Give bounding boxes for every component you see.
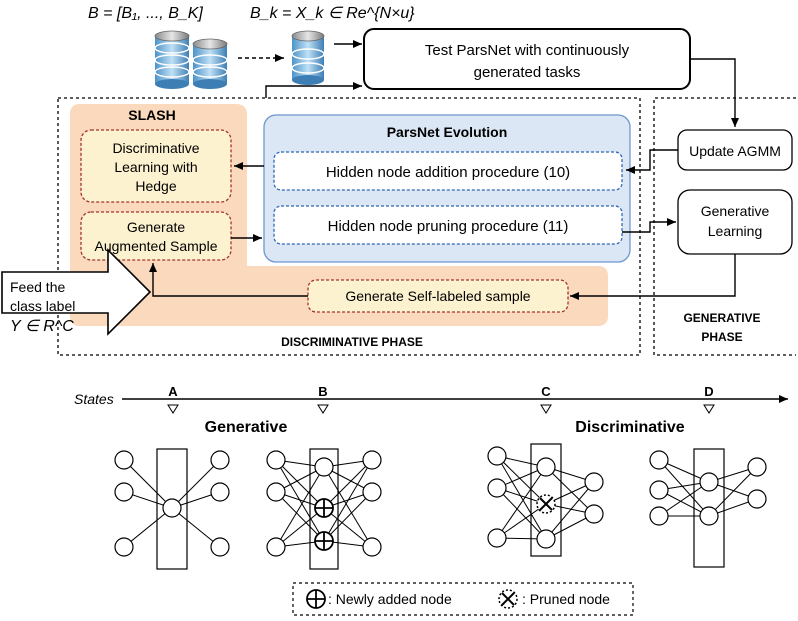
pruning-to-generative-arrow <box>622 218 676 233</box>
input-node <box>114 482 134 502</box>
discriminative-section-label: Discriminative <box>575 419 684 436</box>
test-to-agmm-arrow <box>690 58 739 127</box>
node-addition-label: Hidden node addition procedure (10) <box>326 164 570 181</box>
discriminative-learning-line1: Discriminative <box>112 140 199 156</box>
generative-learning-line2: Learning <box>708 223 763 239</box>
input-node <box>114 450 134 470</box>
generate-augmented-line2: Augmented Sample <box>95 238 218 254</box>
legend-pruned-label: : Pruned node <box>522 591 610 607</box>
state-label-a: A <box>168 384 178 399</box>
discriminative-learning-box <box>80 129 232 203</box>
input-node <box>649 480 669 500</box>
hidden-node <box>699 472 719 492</box>
output-node <box>362 450 382 470</box>
hidden-layer-box <box>309 448 339 570</box>
database-stack-icon <box>154 30 228 89</box>
input-node <box>487 446 507 466</box>
self-labeled-to-augmented-arrow <box>149 263 308 297</box>
hidden-node <box>162 498 182 518</box>
output-node <box>362 537 382 557</box>
feed-line1: Feed the <box>10 279 65 295</box>
legend-added-label: : Newly added node <box>328 591 452 607</box>
feed-label-arrow <box>1 248 152 336</box>
output-node <box>210 482 230 502</box>
input-node <box>487 478 507 498</box>
output-node <box>584 472 604 492</box>
pruned-node-icon <box>498 589 518 609</box>
agmm-to-addition-arrow <box>626 149 678 174</box>
network-state-b <box>266 448 382 570</box>
generative-phase-label-line2: PHASE <box>701 330 742 344</box>
network-state-a <box>114 448 230 570</box>
hidden-layer-box <box>693 448 725 568</box>
batch-formula: B = [B₁, ..., B_K] <box>88 5 203 22</box>
test-parsnet-line2: generated tasks <box>474 64 581 81</box>
generative-section-label: Generative <box>205 419 288 436</box>
output-node <box>747 457 767 477</box>
generative-phase-frame <box>653 97 796 356</box>
state-label-d: D <box>704 384 713 399</box>
hidden-node <box>536 457 556 477</box>
output-node <box>747 489 767 509</box>
hidden-node <box>314 457 334 477</box>
hidden-layer-box <box>530 443 562 557</box>
output-node <box>210 537 230 557</box>
slash-to-test-arrow <box>265 82 362 98</box>
states-axis-label: States <box>74 391 114 407</box>
input-node <box>114 537 134 557</box>
discriminative-learning-line2: Learning with <box>114 159 197 175</box>
self-labeled-label: Generate Self-labeled sample <box>345 288 530 304</box>
generate-augmented-box <box>80 211 232 261</box>
input-node <box>649 506 669 526</box>
hidden-node <box>699 506 719 526</box>
legend-box <box>292 582 634 616</box>
state-marker-c: C <box>540 384 552 414</box>
output-node <box>362 482 382 502</box>
database-single-icon <box>291 30 325 85</box>
generative-learning-box <box>677 189 793 255</box>
feed-formula: Y ∈ R^C <box>10 318 74 335</box>
network-state-d <box>649 448 767 568</box>
feed-line2: class label <box>10 298 75 314</box>
state-marker-a: A <box>167 384 179 414</box>
state-label-c: C <box>541 384 551 399</box>
node-pruning-box <box>273 205 623 245</box>
input-node <box>649 450 669 470</box>
input-node <box>487 528 507 548</box>
output-node <box>210 450 230 470</box>
generative-phase-label-line1: GENERATIVE <box>683 311 760 325</box>
discriminative-learning-line3: Hedge <box>135 178 176 194</box>
state-marker-d: D <box>703 384 715 414</box>
slash-title: SLASH <box>128 107 175 123</box>
input-node <box>266 537 286 557</box>
input-node <box>266 482 286 502</box>
batch-k-formula: B_k = X_k ∈ Re^{N×u} <box>250 5 415 22</box>
network-state-c <box>487 443 604 557</box>
discriminative-phase-label: DISCRIMINATIVE PHASE <box>281 335 423 349</box>
state-marker-b: B <box>317 384 329 414</box>
node-addition-box <box>273 151 623 191</box>
state-label-b: B <box>318 384 327 399</box>
hidden-layer-box <box>156 448 188 570</box>
discriminative-phase-frame <box>57 97 641 356</box>
network-states <box>114 443 767 570</box>
input-node <box>266 450 286 470</box>
test-parsnet-line1: Test ParsNet with continuously <box>425 42 630 59</box>
update-agmm-label: Update AGMM <box>689 143 781 159</box>
hidden-node <box>536 529 556 549</box>
generative-to-self-labeled-arrow <box>570 254 736 300</box>
output-node <box>584 504 604 524</box>
parsnet-evolution-title: ParsNet Evolution <box>387 124 508 140</box>
node-pruning-label: Hidden node pruning procedure (11) <box>328 218 569 235</box>
self-labeled-box <box>307 279 569 313</box>
added-node-icon <box>306 589 326 609</box>
generative-learning-line1: Generative <box>701 203 770 219</box>
generate-augmented-line1: Generate <box>127 219 186 235</box>
